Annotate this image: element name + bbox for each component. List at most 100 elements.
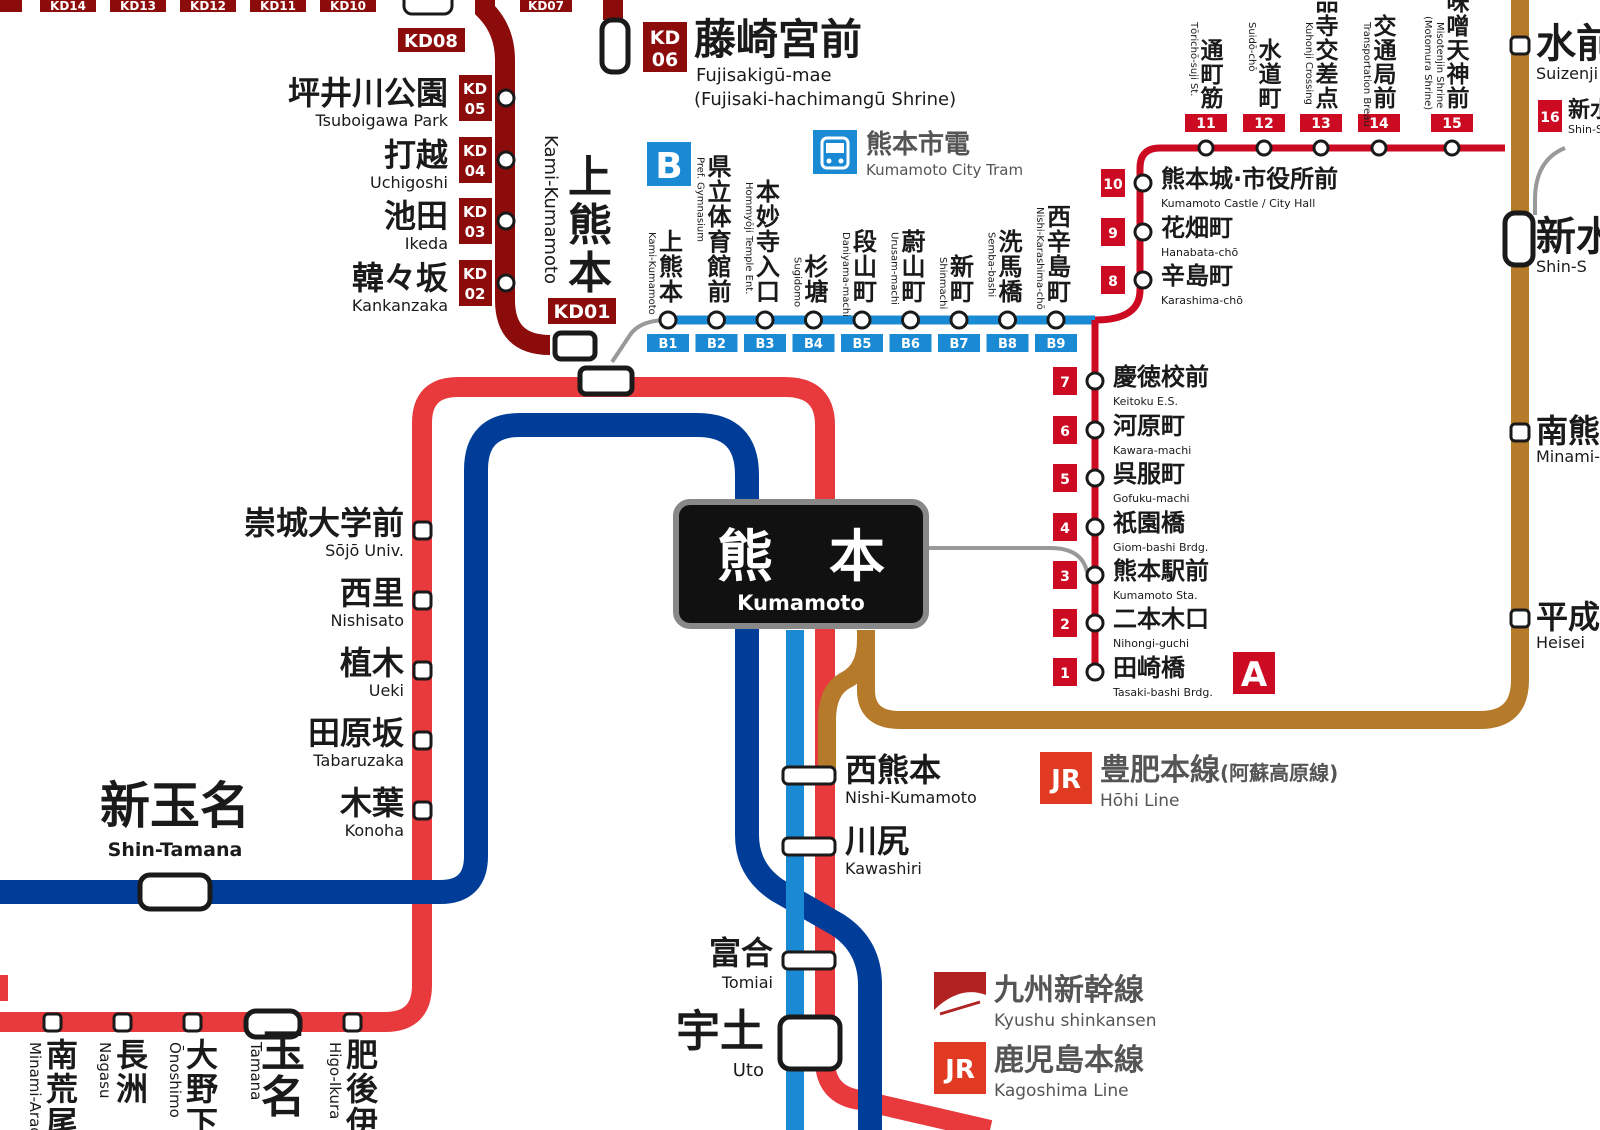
kumaden-station-name-en: Ikeda — [405, 234, 448, 253]
kagoshima-station-marker — [412, 660, 433, 681]
kami-kumamoto-kumaden-marker — [552, 330, 598, 362]
kumaden-code-num: 02 — [465, 285, 486, 303]
kumaden-code-tag — [459, 137, 492, 183]
kd06-code-tag — [643, 22, 687, 72]
tram-a-station-marker — [1197, 139, 1215, 157]
tram-b-station-name-en: Urusam-machi — [889, 232, 900, 305]
tram-logo-en: Kumamoto City Tram — [866, 161, 1023, 179]
kd06-name-jp: 藤崎宮前 — [694, 15, 862, 64]
tram-b-code-tag — [986, 334, 1029, 352]
tram-a-station-marker — [1370, 139, 1388, 157]
kd06-name-en2: (Fujisaki-hachimangū Shrine) — [694, 89, 956, 110]
tram-b-badge-label: B — [655, 146, 682, 187]
kumaden-top-tag — [250, 0, 306, 12]
tram-a-station-marker — [1085, 420, 1105, 440]
tram-b-station-marker — [707, 310, 726, 330]
kumaden-station-name-en: Uchigoshi — [370, 173, 448, 192]
tram-b-station-name-jp: 蔚山町 — [902, 228, 926, 306]
kagoshima-station-name-en: Sōjō Univ. — [325, 541, 404, 560]
kd05-station-marker — [496, 88, 516, 108]
kumaden-top-tag — [320, 0, 376, 12]
kumaden-top-tag-label: KD14 — [50, 0, 86, 13]
shinkansen-icon — [934, 972, 986, 1024]
tram-a-station-name-en: Nihongi-guchi — [1113, 637, 1189, 650]
kd03-station-marker — [496, 211, 516, 231]
legend-kagoshima-jp: 鹿児島本線 — [994, 1043, 1144, 1078]
svg-text:本: 本 — [568, 248, 612, 299]
tram-a-station-marker — [1255, 139, 1273, 157]
kumaden-station-name-jp: 池田 — [384, 197, 448, 235]
kami-kumamoto-en: Kami-Kumamoto — [540, 135, 561, 284]
tram-a-code-label: 4 — [1060, 521, 1070, 537]
uto-name-jp: 宇土 — [676, 1006, 764, 1057]
tram-a-station-marker — [1133, 270, 1153, 290]
kagoshima-station-marker — [182, 1012, 203, 1033]
tram-a-code-tag — [1101, 218, 1125, 246]
tram-b-station-marker — [998, 310, 1017, 330]
hohi-line — [818, 0, 1566, 770]
kagoshima-station-name-en: Tomiai — [721, 973, 773, 992]
tram-a-station-name-jp: 河原町 — [1113, 412, 1185, 440]
legend-hohi-en: Hōhi Line — [1100, 791, 1180, 811]
tram-b-station-name-jp: 県立体育館前 — [708, 153, 733, 306]
svg-text:上: 上 — [568, 152, 612, 203]
tram-b-code-label: B3 — [756, 337, 775, 352]
tram-a-top-station-name-en: Kuhonji Crossing — [1303, 22, 1314, 105]
jr-logo-hohi — [1040, 752, 1092, 804]
tram-b-station-name-en: Hommyōji Temple Ent. — [743, 182, 754, 294]
tram-a-top-station-name-jp: 水道町 — [1259, 38, 1283, 112]
tram-tag-16-label: 16 — [1540, 110, 1559, 126]
kumaden-code-num: 05 — [465, 100, 486, 118]
tram-b-station-name-jp: 杉塘 — [805, 253, 829, 306]
tram-a-code-tag — [1185, 114, 1227, 132]
tram-b-station-name-en: Pref. Gymnasium — [695, 157, 706, 242]
tram-a-station-name-en: Giom-bashi Brdg. — [1113, 541, 1208, 554]
tram-a-top-station-name-en2: (Motomura Shrine) — [1422, 16, 1433, 110]
tram-a-code-tag — [1101, 266, 1125, 294]
tram-b-station-name-en: Kami-Kumamoto — [646, 232, 657, 315]
tram-b-code-tag — [647, 334, 689, 352]
tram-a-station-marker — [1085, 613, 1105, 633]
kumaden-top-tag-label: KD11 — [260, 0, 296, 13]
hohi-station-name-en: Shin-S — [1536, 257, 1587, 276]
tram-a-station-name-jp: 呉服町 — [1113, 460, 1185, 488]
tram-a-top-station-name-jp: 交通局前 — [1374, 13, 1397, 112]
jr-logo-kagoshima-text: JR — [943, 1055, 975, 1085]
kd02-station-marker — [496, 273, 516, 293]
kagoshima-bottom-station-name-jp: 玉名 — [261, 1026, 305, 1123]
kumaden-code-tag — [459, 260, 492, 306]
tram-b-code-tag — [889, 334, 932, 352]
kumaden-code-top: KD — [463, 203, 487, 221]
tram-a-station-marker — [1133, 173, 1153, 193]
kumaden-code-num: 04 — [465, 162, 486, 180]
kagoshima-station-marker — [781, 950, 837, 971]
tram-a-station-name-en: Hanabata-chō — [1161, 246, 1238, 259]
tram-b-station-marker — [901, 310, 920, 330]
tram-a-station-name-en: Gofuku-machi — [1113, 492, 1190, 505]
hohi-station-marker — [1509, 608, 1531, 629]
tram-a-station-marker — [1085, 371, 1105, 391]
tram-b-station-name-en: Shinmachi — [937, 257, 948, 309]
kd06-station-marker — [599, 17, 631, 75]
tram-b-code-tag — [938, 334, 980, 352]
legend-hohi-jp: 豊肥本線(阿蘇高原線) — [1100, 753, 1338, 788]
tram-a-station-marker — [1085, 565, 1105, 585]
tram-b-station-marker — [658, 310, 678, 330]
hohi-station-marker — [1509, 422, 1531, 443]
tram-a-code-tag — [1053, 513, 1077, 541]
legend-shinkansen-jp: 九州新幹線 — [994, 973, 1144, 1008]
tram-a-code-tag — [1053, 416, 1077, 444]
tram-b-station-name-en: Sugidomo — [792, 257, 803, 307]
tram-a-code-label: 1 — [1060, 666, 1070, 682]
tram-a-station-name-jp: 辛島町 — [1161, 262, 1233, 290]
kagoshima-station-name-jp: 川尻 — [845, 822, 909, 860]
kagoshima-station-name-en: Nishi-Kumamoto — [845, 788, 977, 807]
kumamoto-name-en: Kumamoto — [737, 591, 865, 615]
tram-a-station-name-jp: 二本木口 — [1113, 605, 1209, 633]
hohi-station-name-en: Suizenji — [1536, 64, 1598, 83]
kagoshima-station-name-en: Ueki — [369, 681, 404, 700]
